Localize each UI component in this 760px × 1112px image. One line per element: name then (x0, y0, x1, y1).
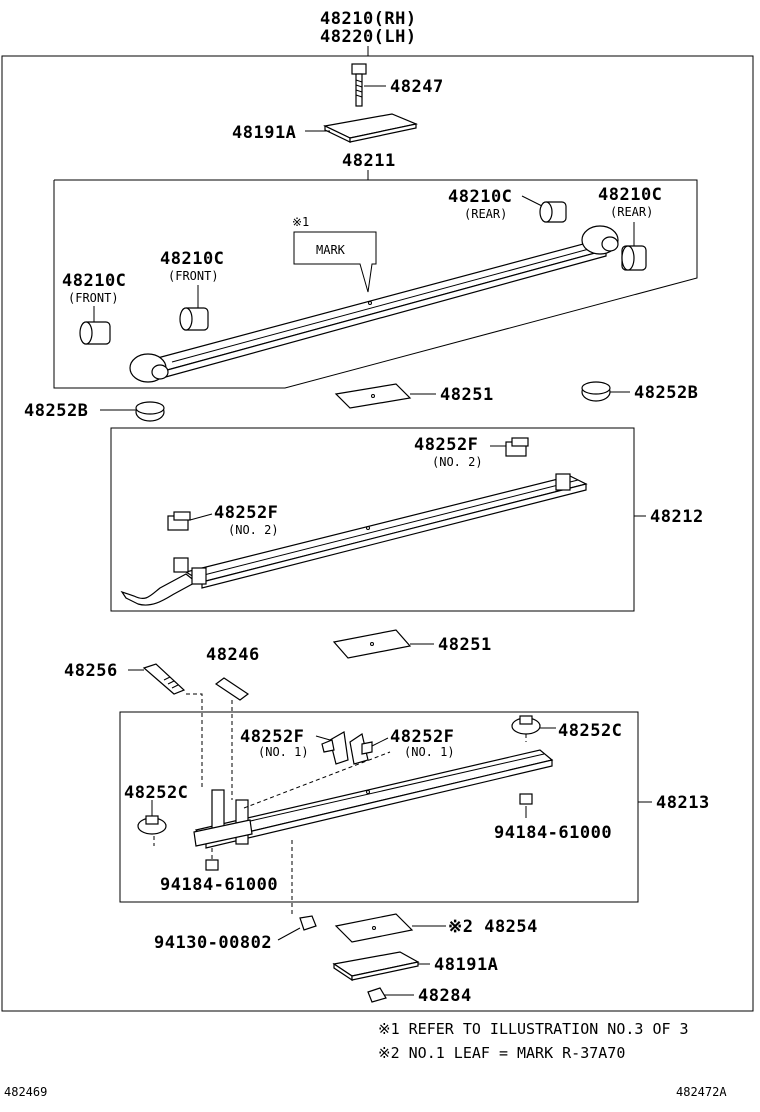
footer-left-code: 482469 (4, 1085, 47, 1099)
leaf-spring-48211-icon (129, 225, 619, 383)
clip-48252f-top-icon (505, 437, 529, 457)
leaf-48213-frame (119, 711, 639, 903)
cover-48252b-right-icon (581, 381, 611, 402)
label-bush-rear-1[interactable]: 48210C (448, 187, 512, 207)
insert-48254-icon (334, 913, 414, 943)
dash-bolt-path (186, 693, 203, 788)
label-48256[interactable]: 48256 (64, 661, 118, 681)
label-48284[interactable]: 48284 (418, 986, 472, 1006)
label-clip-48252f-top[interactable]: 48252F (414, 435, 478, 455)
label-48252b-right[interactable]: 48252B (634, 383, 698, 403)
label-94184-left[interactable]: 94184-61000 (160, 875, 278, 895)
label-48251-a[interactable]: 48251 (440, 385, 494, 405)
label-clip-48252f-no1-left[interactable]: 48252F (240, 727, 304, 747)
assembly-lh-label[interactable]: 48220(LH) (320, 27, 417, 47)
nut-48284-icon (367, 987, 387, 1003)
label-bush-front-2-sub: (FRONT) (68, 291, 119, 305)
leader-94130 (277, 927, 301, 941)
mark-box-label: MARK (316, 243, 346, 257)
label-bush-rear-1-sub: (REAR) (464, 207, 507, 221)
insert-48251-b-icon (332, 629, 412, 659)
label-clip-48252f-mid[interactable]: 48252F (214, 503, 278, 523)
assembly-rh-label[interactable]: 48210(RH) (320, 9, 417, 29)
label-94184-right[interactable]: 94184-61000 (494, 823, 612, 843)
label-48247[interactable]: 48247 (390, 77, 444, 97)
pin-48246-icon (214, 677, 250, 701)
note-1: ※1 REFER TO ILLUSTRATION NO.3 OF 3 (378, 1020, 689, 1038)
label-48254[interactable]: ※2 48254 (448, 917, 538, 937)
nut-94184-right-icon (519, 793, 533, 805)
nut-94184-left-icon (205, 859, 219, 871)
footer-right-code: 482472A (676, 1085, 727, 1099)
label-bush-front-1[interactable]: 48210C (160, 249, 224, 269)
leader-clip-48252f-mid (189, 513, 213, 521)
label-bush-rear-2-sub: (REAR) (610, 205, 653, 219)
clip-48252f-no1-right-icon (349, 733, 373, 765)
mark-callout-box (293, 231, 377, 293)
clip-48252f-no1-left-icon (321, 731, 349, 765)
label-clip-48252f-no1-right-sub: (NO. 1) (404, 745, 455, 759)
leader-clip-48252f-no1-right (371, 737, 389, 747)
leader-bush-rear-1 (521, 195, 543, 207)
label-clip-48252f-mid-sub: (NO. 2) (228, 523, 279, 537)
label-48213[interactable]: 48213 (656, 793, 710, 813)
cover-48252b-left-icon (135, 401, 165, 422)
bush-rear-1-icon (539, 201, 567, 223)
label-48252b-left[interactable]: 48252B (24, 401, 88, 421)
label-48191a-bottom[interactable]: 48191A (434, 955, 498, 975)
label-clip-48252f-top-sub: (NO. 2) (432, 455, 483, 469)
label-bush-front-1-sub: (FRONT) (168, 269, 219, 283)
nut-94130-icon (299, 915, 317, 931)
label-48211[interactable]: 48211 (342, 151, 396, 171)
leaf-48212-frame (110, 427, 635, 612)
leaf-spring-48213-icon (193, 749, 554, 849)
label-clip-48252f-no1-right[interactable]: 48252F (390, 727, 454, 747)
insert-48251-a-icon (334, 383, 412, 409)
label-48212[interactable]: 48212 (650, 507, 704, 527)
mark-ref-label[interactable]: ※1 (292, 215, 309, 229)
bolt-48247-icon (351, 63, 367, 107)
assembly-frame (1, 55, 754, 1012)
label-bush-front-2[interactable]: 48210C (62, 271, 126, 291)
label-48191a-top[interactable]: 48191A (232, 123, 296, 143)
stopper-48252c-left-icon (137, 815, 167, 835)
stopper-48252c-right-icon (511, 715, 541, 742)
leaf-spring-48212-icon (120, 473, 588, 606)
clip-48252f-mid-icon (167, 511, 191, 531)
leaf-48211-frame (53, 179, 698, 389)
label-48252c-left[interactable]: 48252C (124, 783, 188, 803)
label-clip-48252f-no1-left-sub: (NO. 1) (258, 745, 309, 759)
note-2: ※2 NO.1 LEAF = MARK R-37A70 (378, 1044, 625, 1062)
label-bush-rear-2[interactable]: 48210C (598, 185, 662, 205)
bush-rear-2-icon (621, 245, 647, 271)
label-48251-b[interactable]: 48251 (438, 635, 492, 655)
bush-front-1-icon (179, 307, 209, 331)
label-94130[interactable]: 94130-00802 (154, 933, 272, 953)
label-48252c-right[interactable]: 48252C (558, 721, 622, 741)
leader-clip-48252f-no1-left (315, 735, 331, 741)
bush-front-2-icon (79, 321, 111, 345)
bolt-48256-icon (142, 663, 186, 695)
label-48246[interactable]: 48246 (206, 645, 260, 665)
